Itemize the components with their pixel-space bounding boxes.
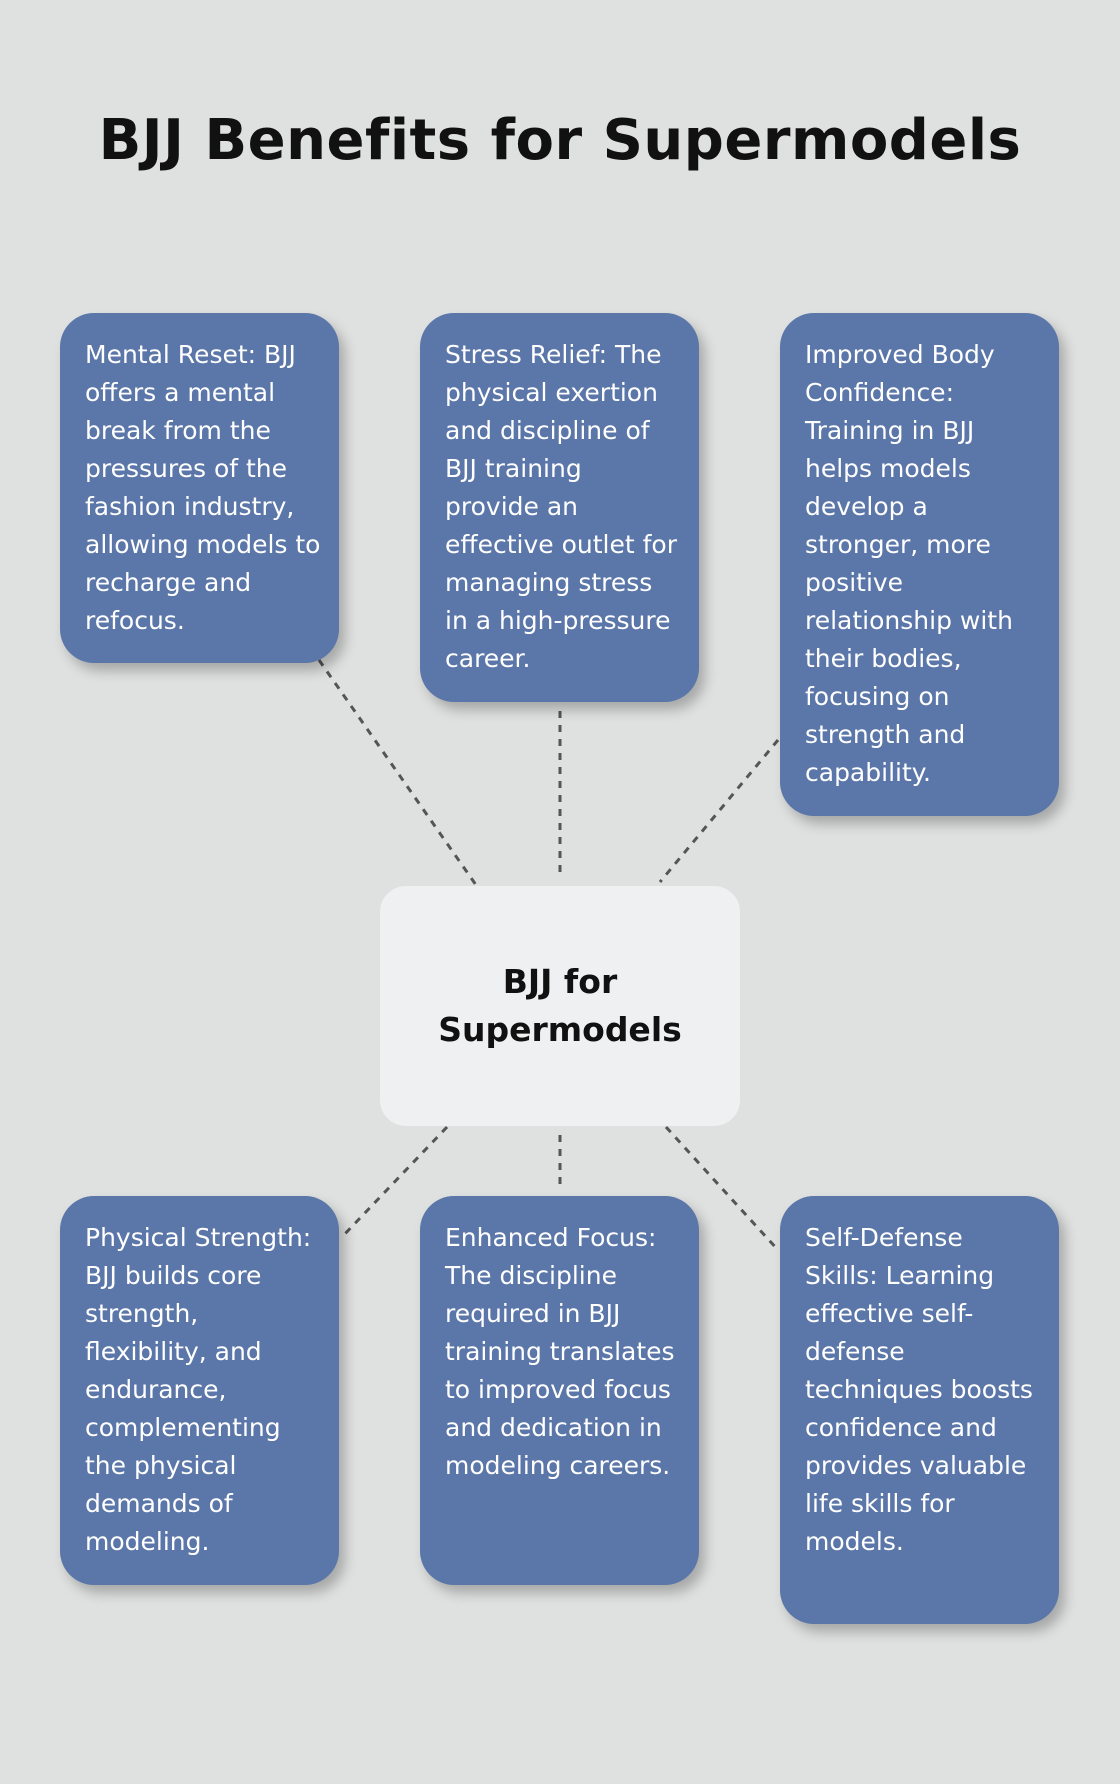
benefit-physical-strength: Physical Strength: BJJ builds core stren… xyxy=(60,1196,339,1585)
page-title: BJJ Benefits for Supermodels xyxy=(98,108,1022,173)
connector-body-confidence xyxy=(658,739,780,883)
connector-mental-reset xyxy=(317,659,478,886)
benefit-enhanced-focus: Enhanced Focus: The discipline required … xyxy=(420,1196,699,1585)
center-node: BJJ for Supermodels xyxy=(380,886,740,1126)
benefit-mental-reset: Mental Reset: BJJ offers a mental break … xyxy=(60,313,339,663)
connector-physical-strength xyxy=(339,1125,449,1240)
benefit-stress-relief: Stress Relief: The physical exertion and… xyxy=(420,313,699,702)
benefit-body-confidence: Improved Body Confidence: Training in BJ… xyxy=(780,313,1059,816)
benefit-self-defense: Self-Defense Skills: Learning effective … xyxy=(780,1196,1059,1624)
